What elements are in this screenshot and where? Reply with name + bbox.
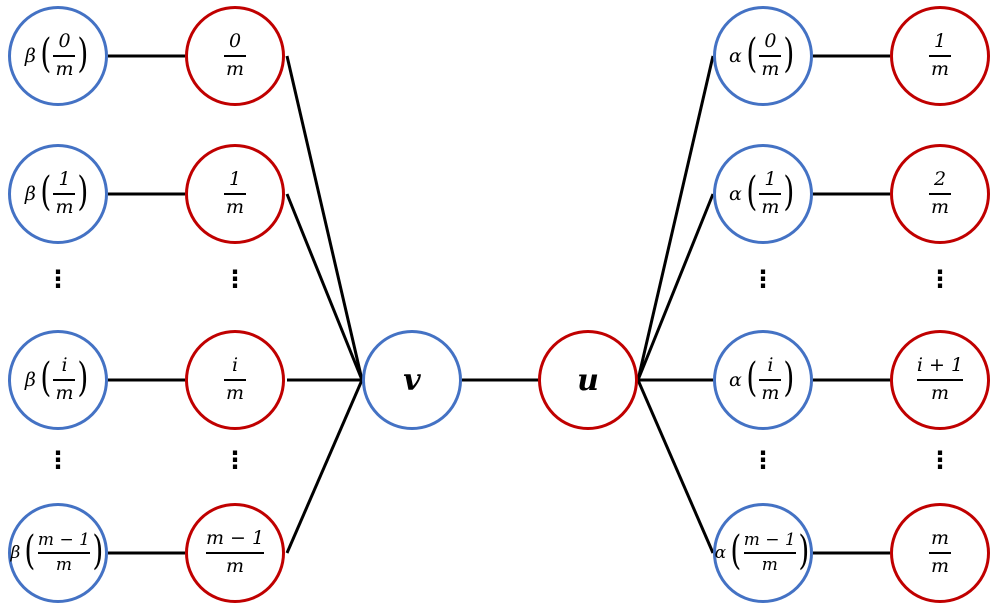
frac-den: m [930, 195, 950, 218]
edge [636, 379, 715, 554]
frac-den: m [930, 554, 950, 577]
fn-symbol: β [24, 369, 36, 391]
ellipsis: ⋮ [46, 265, 70, 293]
frac-den: m [225, 381, 245, 404]
node-u: u [538, 330, 638, 430]
frac-den: m [761, 195, 780, 218]
node-left-frac-m-1: m − 1 m [185, 503, 285, 603]
frac-den: m [55, 57, 74, 80]
frac-num: 0 [764, 30, 777, 53]
hub-label-u: u [577, 362, 599, 398]
fn-symbol: β [24, 183, 36, 205]
ellipsis: ⋮ [223, 265, 247, 293]
edge [285, 379, 364, 554]
frac-num: i [231, 354, 239, 377]
frac-num: m − 1 [37, 529, 90, 550]
edge [636, 55, 715, 381]
node-v: v [362, 330, 462, 430]
frac-num: 1 [58, 168, 71, 191]
fn-symbol: α [714, 543, 727, 563]
ellipsis: ⋮ [751, 446, 775, 474]
frac-den: m [225, 195, 245, 218]
fn-symbol: α [728, 369, 742, 391]
hub-label-v: v [403, 362, 421, 398]
frac-num: 2 [933, 168, 947, 191]
frac-den: m [225, 57, 245, 80]
frac-num: 0 [58, 30, 71, 53]
fn-symbol: β [24, 45, 36, 67]
frac-den: m [761, 554, 778, 575]
frac-den: m [930, 57, 950, 80]
ellipsis: ⋮ [223, 446, 247, 474]
frac-num: m [930, 527, 950, 550]
edge [285, 193, 364, 381]
ellipsis: ⋮ [46, 446, 70, 474]
frac-num: 1 [933, 30, 947, 53]
node-right-frac-i-plus-1: i + 1 m [890, 330, 990, 430]
ellipsis: ⋮ [928, 265, 952, 293]
frac-num: 1 [764, 168, 777, 191]
frac-den: m [761, 381, 780, 404]
frac-den: m [225, 554, 244, 577]
frac-num: 1 [228, 168, 242, 191]
fn-symbol: α [728, 183, 742, 205]
frac-num: m − 1 [743, 529, 796, 550]
fn-symbol: β [10, 543, 21, 563]
frac-den: m [55, 554, 72, 575]
ellipsis: ⋮ [928, 446, 952, 474]
edge [285, 55, 364, 381]
frac-den: m [930, 381, 949, 404]
ellipsis: ⋮ [751, 265, 775, 293]
fn-symbol: α [728, 45, 742, 67]
frac-num: i [61, 354, 68, 377]
edge [636, 193, 715, 381]
frac-den: m [761, 57, 780, 80]
frac-den: m [55, 381, 74, 404]
frac-den: m [55, 195, 74, 218]
frac-num: i [767, 354, 774, 377]
frac-num: 0 [228, 30, 242, 53]
frac-num: m − 1 [205, 527, 265, 550]
frac-num: i + 1 [916, 354, 964, 377]
